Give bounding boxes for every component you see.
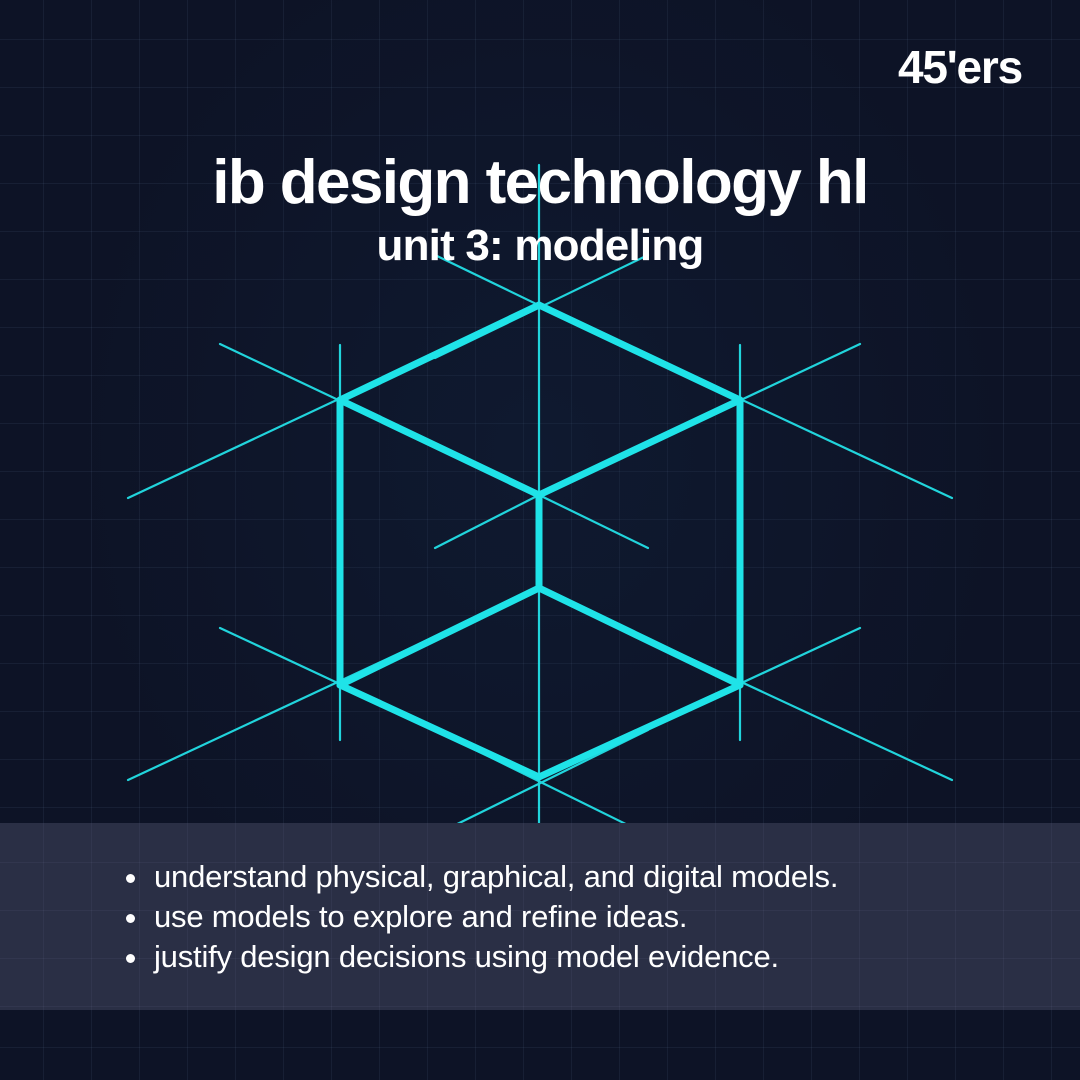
list-item: use models to explore and refine ideas. <box>118 897 838 937</box>
bullet-dot-icon <box>126 954 135 963</box>
list-item-label: understand physical, graphical, and digi… <box>154 859 839 894</box>
construction-line-center-stub-left <box>433 493 541 550</box>
list-item-label: use models to explore and refine ideas. <box>154 899 688 934</box>
cube-edge-bottom-left <box>336 681 543 781</box>
cube-edge-bottom-right <box>535 681 744 781</box>
page-subtitle: unit 3: modeling <box>376 220 705 270</box>
objectives-list: understand physical, graphical, and digi… <box>118 857 838 977</box>
bullet-dot-icon <box>126 874 135 883</box>
page-title: ib design technology hl <box>212 147 869 217</box>
construction-line-center-stub-right <box>537 493 650 550</box>
bullet-dot-icon <box>126 914 135 923</box>
objectives-panel: understand physical, graphical, and digi… <box>0 823 1080 1010</box>
cube-edge-top-right <box>535 301 744 404</box>
cube-edge-inner-upper-left <box>336 396 543 499</box>
cube-edge-inner-lower-right <box>535 584 744 689</box>
list-item-label: justify design decisions using model evi… <box>154 939 779 974</box>
list-item: justify design decisions using model evi… <box>118 937 838 977</box>
cube-edges <box>336 301 744 781</box>
cube-edge-inner-lower-left <box>336 584 543 689</box>
cube-edge-top-left <box>336 301 543 404</box>
brand-logo: 45'ers <box>898 41 1023 93</box>
list-item: understand physical, graphical, and digi… <box>118 857 838 897</box>
cube-edge-inner-upper-right <box>535 396 744 499</box>
